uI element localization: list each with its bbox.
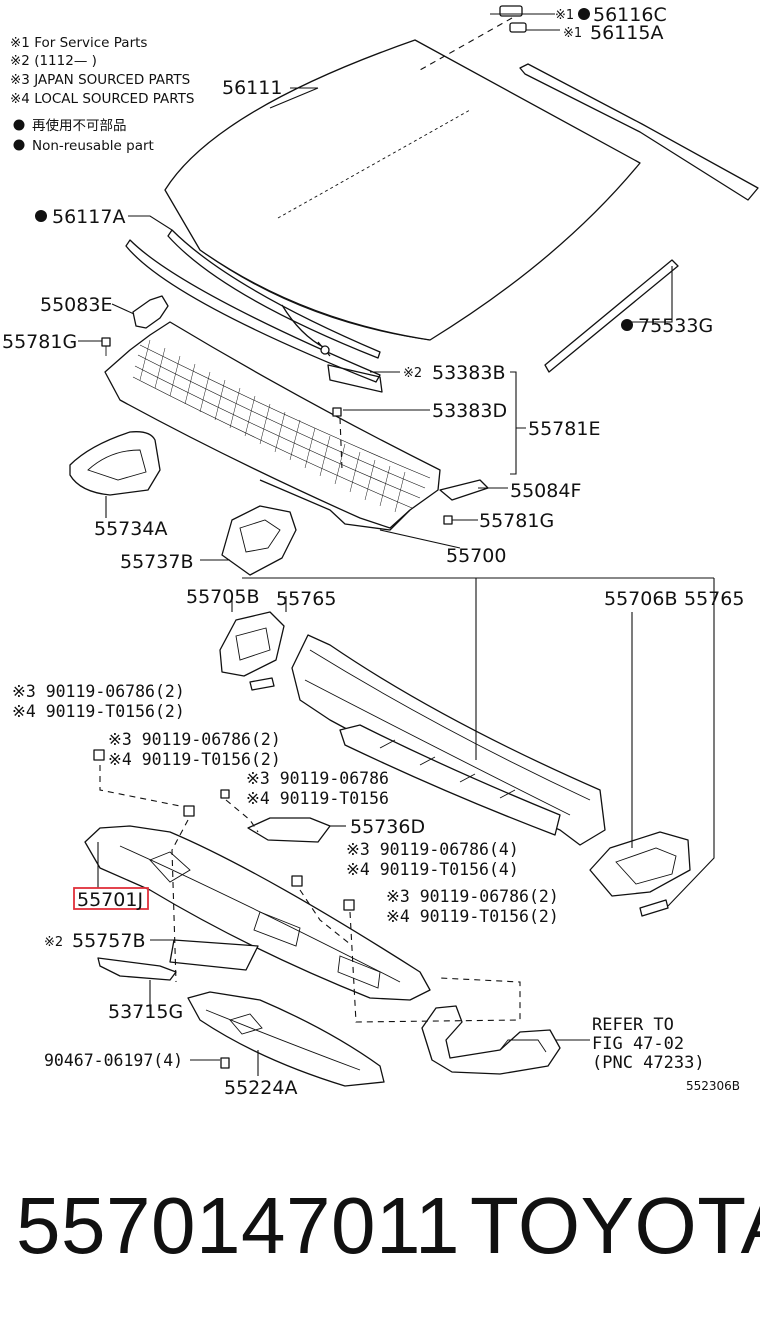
bolt-icon [93, 749, 105, 761]
windshield-moulding [519, 63, 759, 201]
label-bolt-group2-local: ※4 90119-T0156(2) [108, 750, 281, 769]
label-55781e: 55781E [528, 418, 600, 440]
mark-2-top: ※2 [403, 366, 422, 381]
label-56116c: 56116C [593, 4, 667, 26]
seal-53715g [97, 957, 177, 981]
label-bolt-group3-jp: ※3 90119-06786 [246, 769, 389, 788]
mark-2-bottom: ※2 [44, 935, 63, 950]
label-bolt-group2-jp: ※3 90119-06786(2) [108, 730, 281, 749]
clip-90467-icon [220, 1057, 230, 1069]
label-55224a: 55224A [224, 1077, 297, 1099]
label-55701j[interactable]: 55701J [77, 889, 143, 911]
label-bolt-group4-jp: ※3 90119-06786(4) [346, 840, 519, 859]
label-56115a: 56115A [590, 22, 663, 44]
windshield-moulding-side [544, 259, 679, 373]
brand-name: TOYOTA [470, 1181, 760, 1270]
diagram-canvas: ※1 For Service Parts ※2 (1112— ) ※3 JAPA… [2, 4, 759, 1099]
label-55781g-top: 55781G [2, 331, 77, 353]
bracket-55084f [439, 479, 489, 501]
refer-line-1: REFER TO [592, 1015, 674, 1035]
bolt-55781g-icon [443, 515, 453, 525]
nonreusable-dot-icon [13, 139, 25, 151]
label-bolt-group5-jp: ※3 90119-06786(2) [386, 887, 559, 906]
label-55700: 55700 [446, 545, 506, 567]
nonreusable-dot-icon [621, 319, 633, 331]
label-75533g: 75533G [638, 315, 713, 337]
highlight-box [73, 887, 149, 910]
label-55781g-right: 55781G [479, 510, 554, 532]
legend-nonreusable-jp: 再使用不可部品 [32, 117, 127, 134]
nonreusable-dot-icon [35, 210, 47, 222]
label-53715g: 53715G [108, 1001, 183, 1023]
cowl-panel-55701j [84, 825, 431, 1001]
cover-55734a [69, 431, 161, 496]
label-bolt-group1-local: ※4 90119-T0156(2) [12, 702, 185, 721]
bracket-55705b [219, 611, 285, 677]
bolt-55781g-icon [101, 337, 111, 347]
label-55765-left: 55765 [276, 588, 336, 610]
label-55736d: 55736D [350, 816, 425, 838]
label-53383d: 53383D [432, 400, 507, 422]
part-number: 5570147011 [16, 1181, 460, 1270]
nonreusable-dot-icon [13, 119, 25, 131]
seal-55765-left [249, 677, 275, 691]
legend-note-4: ※4 LOCAL SOURCED PARTS [10, 91, 195, 107]
bracket-55706b [589, 831, 691, 897]
legend-note-3: ※3 JAPAN SOURCED PARTS [10, 72, 190, 88]
legend-nonreusable-en: Non-reusable part [32, 138, 154, 154]
label-55734a: 55734A [94, 518, 167, 540]
mark-service-2: ※1 [563, 26, 582, 41]
bolt-icon [291, 875, 303, 887]
clip-56115a [509, 22, 527, 33]
label-55765-right: 55765 [684, 588, 744, 610]
bolt-icon [220, 789, 230, 799]
bracket-55083e [132, 295, 169, 329]
footer: 5570147011 TOYOTA [0, 1180, 760, 1290]
weatherstrip-inner [167, 229, 381, 359]
label-bolt-group4-local: ※4 90119-T0156(4) [346, 860, 519, 879]
label-90467: 90467-06197(4) [44, 1051, 183, 1070]
label-55737b: 55737B [120, 551, 193, 573]
refer-line-3: (PNC 47233) [592, 1053, 705, 1073]
label-56111: 56111 [222, 77, 282, 99]
label-55083e: 55083E [40, 294, 112, 316]
legend-note-1: ※1 For Service Parts [10, 35, 147, 51]
refer-line-2: FIG 47-02 [592, 1034, 684, 1054]
label-55706b: 55706B [604, 588, 677, 610]
label-56117a: 56117A [52, 206, 125, 228]
seal-55737b [221, 505, 297, 576]
legend-note-2: ※2 (1112— ) [10, 53, 97, 69]
clip-53383d-icon [332, 407, 342, 417]
label-53383b: 53383B [432, 362, 505, 384]
seal-55765-right [639, 899, 669, 917]
mark-service-1: ※1 [555, 8, 574, 23]
label-bolt-group5-local: ※4 90119-T0156(2) [386, 907, 559, 926]
label-55084f: 55084F [510, 480, 581, 502]
label-bolt-group3-local: ※4 90119-T0156 [246, 789, 389, 808]
bolt-icon [183, 805, 195, 817]
legend: ※1 For Service Parts ※2 (1112— ) ※3 JAPA… [10, 35, 195, 154]
weatherstrip [125, 239, 381, 383]
pad-55757b [169, 939, 259, 971]
bracket-47233 [421, 1005, 561, 1075]
label-55705b: 55705B [186, 586, 259, 608]
figure-number: 552306B [686, 1079, 740, 1093]
label-55757b: 55757B [72, 930, 145, 952]
cowl-panel-55700 [291, 634, 606, 846]
cover-55224a [187, 991, 385, 1087]
bolt-icon [343, 899, 355, 911]
label-bolt-group1-jp: ※3 90119-06786(2) [12, 682, 185, 701]
nonreusable-dot-icon [578, 8, 590, 20]
cowl-louver [104, 321, 441, 531]
cowl-seal-53383b [327, 364, 383, 393]
windshield-glass [164, 39, 641, 341]
bracket-55736d [247, 817, 331, 843]
